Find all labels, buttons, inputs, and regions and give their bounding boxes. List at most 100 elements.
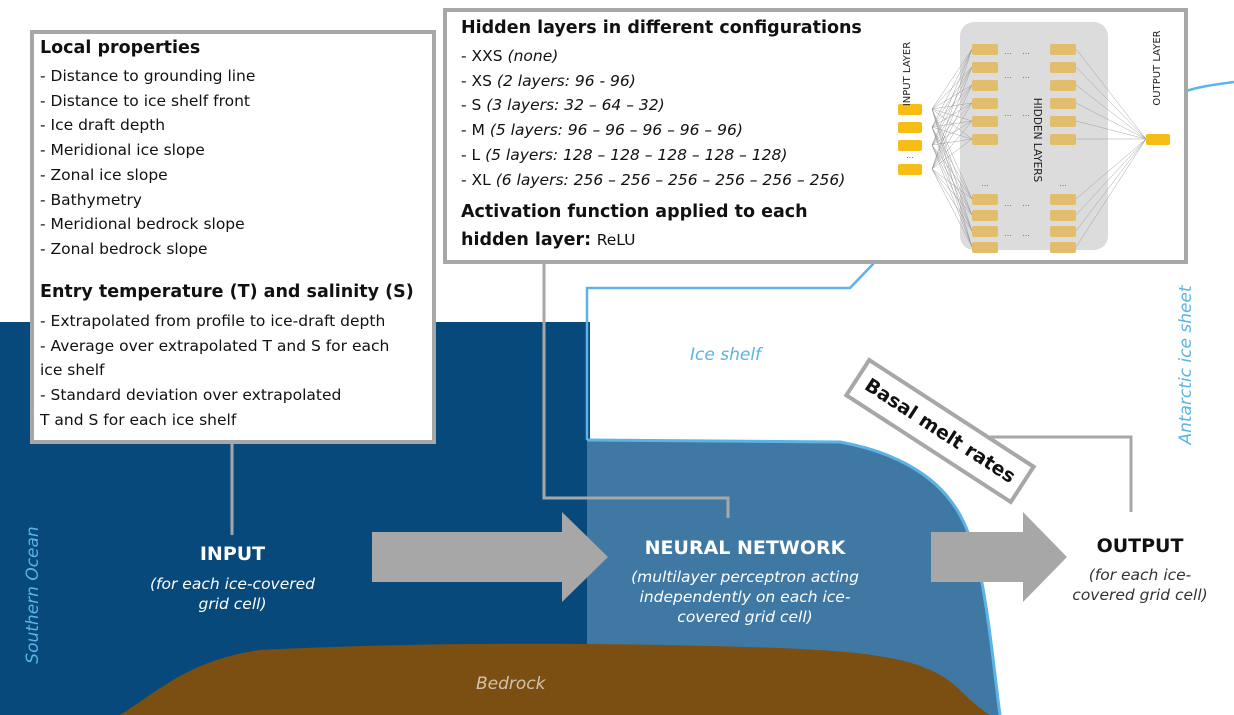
- local-properties-title: Local properties: [40, 38, 201, 58]
- input-neuron: [898, 164, 922, 175]
- input-layer-label: INPUT LAYER: [902, 42, 913, 106]
- hidden-neuron: [972, 116, 998, 127]
- config-list: - XXS (none) - XS (2 layers: 96 - 96) - …: [461, 44, 845, 192]
- output-layer-label: OUTPUT LAYER: [1152, 30, 1163, 105]
- config-item: - XXS (none): [461, 47, 559, 65]
- connection-line: [931, 144, 973, 248]
- hidden-neuron: [1050, 62, 1076, 73]
- hidden-ellipsis: ...: [1059, 179, 1067, 188]
- feature-item: - Bathymetry: [40, 190, 142, 209]
- entry-ts-title: Entry temperature (T) and salinity (S): [40, 282, 414, 302]
- input-neuron: [898, 104, 922, 115]
- connection-line: [931, 144, 973, 232]
- hidden-neuron: [972, 98, 998, 109]
- entry-line: - Extrapolated from profile to ice-draft…: [40, 312, 386, 330]
- connection-line: [931, 126, 973, 232]
- hidden-neuron: [1050, 242, 1076, 253]
- output-neuron: [1146, 134, 1170, 145]
- connection-line: [931, 84, 973, 170]
- connection-line: [931, 144, 973, 200]
- connection-line: [931, 84, 973, 146]
- feature-item: - Distance to ice shelf front: [40, 91, 250, 110]
- connection-line: [1075, 138, 1147, 216]
- hidden-ellipsis: ...: [1022, 109, 1030, 118]
- hidden-ellipsis: ...: [1022, 229, 1030, 238]
- connection-line: [1075, 66, 1147, 140]
- connection-line: [931, 126, 973, 248]
- network-schematic: ....................................... …: [898, 22, 1170, 253]
- hidden-neuron: [972, 44, 998, 55]
- connection-line: [931, 168, 973, 200]
- local-properties-list: - Distance to grounding line - Distance …: [40, 64, 255, 262]
- hidden-layers-title: Hidden layers in different configuration…: [461, 18, 862, 38]
- hidden-ellipsis: ...: [1004, 71, 1012, 80]
- hidden-neuron: [972, 62, 998, 73]
- hidden-layers-panel: [960, 22, 1108, 250]
- input-neuron: [898, 140, 922, 151]
- connection-line: [931, 138, 973, 146]
- hidden-neuron: [972, 134, 998, 145]
- connection-line: [931, 126, 973, 216]
- config-item: - S (3 layers: 32 – 64 – 32): [461, 96, 665, 115]
- ice-shelf-outline: [585, 261, 876, 440]
- ice-sheet-edge-line: [586, 438, 1002, 715]
- activation-value: ReLU: [596, 231, 636, 249]
- hidden-ellipsis: ...: [1004, 229, 1012, 238]
- activation-label: hidden layer:: [461, 230, 592, 250]
- ice-shelf-label: Ice shelf: [690, 345, 762, 365]
- connection-line: [931, 168, 973, 248]
- connection-line: [931, 48, 973, 146]
- hidden-neuron: [972, 242, 998, 253]
- input-title: INPUT: [199, 543, 266, 565]
- hidden-neuron: [1050, 194, 1076, 205]
- input-features-box: Local properties - Distance to grounding…: [30, 30, 436, 444]
- connection-line: [931, 168, 973, 232]
- hidden-ellipsis: ...: [1004, 109, 1012, 118]
- arrow-nn-to-output: [931, 512, 1067, 602]
- entry-ts-list: - Extrapolated from profile to ice-draft…: [40, 309, 389, 433]
- connection-line: [931, 66, 973, 170]
- hidden-neuron: [972, 80, 998, 91]
- input-subtitle: (for each ice-covered grid cell): [150, 575, 316, 613]
- connection-line: [931, 66, 973, 146]
- entry-line: T and S for each ice shelf: [40, 410, 237, 429]
- connection-line: [931, 138, 973, 170]
- hidden-ellipsis: ...: [1022, 47, 1030, 56]
- connection-line: [931, 144, 973, 216]
- hidden-neuron: [1050, 116, 1076, 127]
- hidden-ellipsis: ...: [1022, 199, 1030, 208]
- activation-line-2: hidden layer: ReLU: [461, 230, 636, 250]
- connection-line: [1075, 138, 1147, 248]
- connection-line: [931, 102, 973, 146]
- connection-line: [931, 168, 973, 216]
- connection-line: [931, 102, 973, 170]
- feature-item: - Meridional bedrock slope: [40, 215, 245, 234]
- input-neuron: [898, 122, 922, 133]
- connection-line: [931, 108, 973, 216]
- connection-line: [1075, 102, 1147, 140]
- hidden-neuron: [972, 226, 998, 237]
- config-item: - L (5 layers: 128 – 128 – 128 – 128 – 1…: [461, 145, 788, 164]
- hidden-ellipsis: ...: [1004, 199, 1012, 208]
- hidden-neuron: [1050, 134, 1076, 145]
- arrow-input-to-nn: [372, 512, 608, 602]
- feature-item: - Zonal bedrock slope: [40, 239, 208, 258]
- feature-item: - Zonal ice slope: [40, 165, 168, 184]
- connection-line: [931, 48, 973, 128]
- hidden-neuron: [1050, 210, 1076, 221]
- entry-line: - Standard deviation over extrapolated: [40, 386, 342, 405]
- connection-line: [1075, 48, 1147, 140]
- hidden-neuron: [1050, 44, 1076, 55]
- nn-connector: [542, 262, 730, 518]
- hidden-ellipsis: ...: [1004, 47, 1012, 56]
- connection-line: [931, 48, 973, 170]
- connection-line: [1075, 138, 1147, 232]
- connection-line: [1075, 120, 1147, 140]
- activation-line-1: Activation function applied to each: [461, 202, 808, 222]
- nn-title: NEURAL NETWORK: [644, 537, 846, 559]
- connection-line: [931, 120, 973, 170]
- connection-line: [931, 120, 973, 146]
- connection-line: [1075, 138, 1147, 200]
- hidden-neuron: [1050, 98, 1076, 109]
- entry-line: - Average over extrapolated T and S for …: [40, 336, 390, 355]
